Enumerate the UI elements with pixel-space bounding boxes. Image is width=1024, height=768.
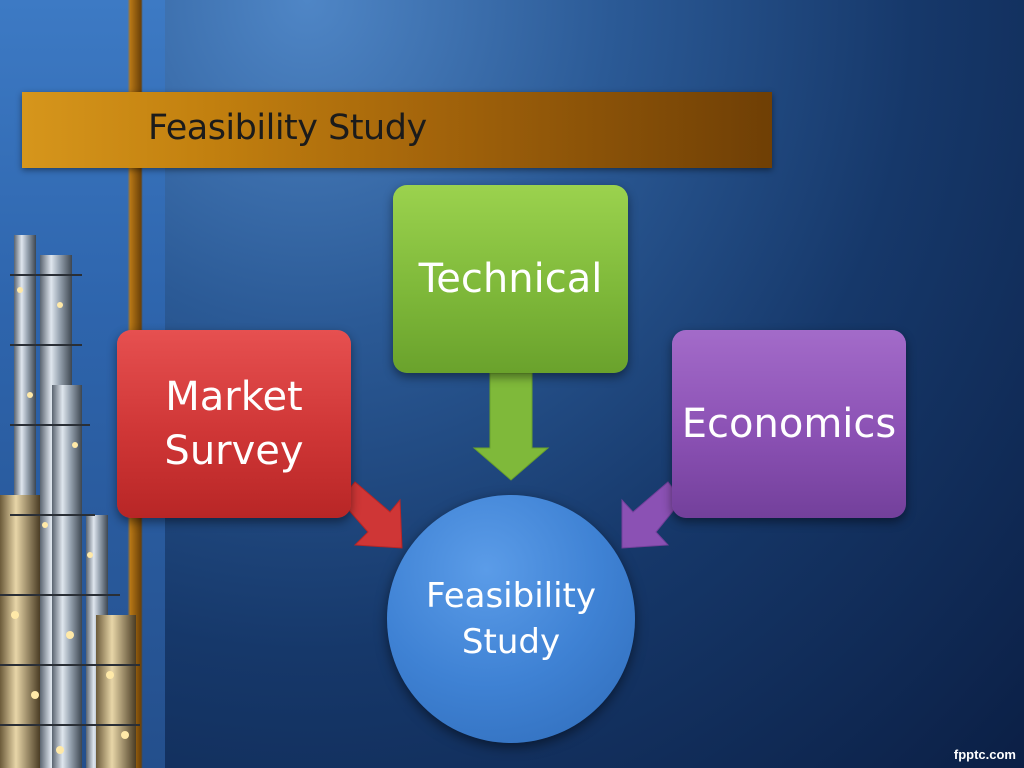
- title-band: [22, 92, 772, 168]
- arrow-technical-to-center: [472, 372, 550, 481]
- node-technical: Technical: [393, 185, 628, 373]
- refinery-image: [0, 235, 140, 768]
- node-technical-label: Technical: [418, 256, 603, 302]
- node-economics-label: Economics: [681, 401, 897, 447]
- center-label: Feasibility Study: [426, 576, 596, 662]
- node-economics: Economics: [672, 330, 906, 518]
- credit-text: fpptc.com: [953, 747, 1016, 762]
- node-market-survey: Market Survey: [117, 330, 351, 518]
- slide-title: Feasibility Study: [148, 108, 427, 148]
- node-market-survey-label: Market Survey: [164, 374, 304, 474]
- center-feasibility-study: Feasibility Study: [387, 495, 635, 743]
